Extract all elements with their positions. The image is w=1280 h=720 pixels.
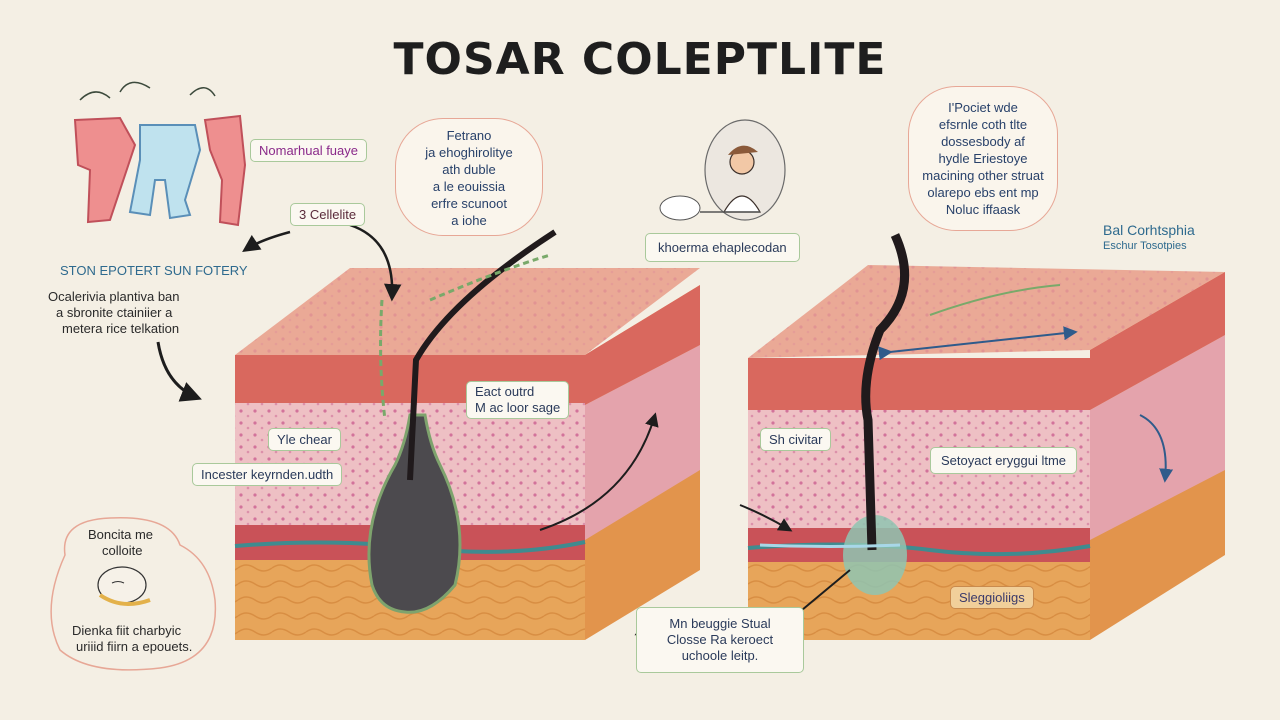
center-note-bubble: Fetrano ja ehoghirolitye ath duble a le …	[395, 118, 543, 236]
right-note-line: dossesbody af	[941, 134, 1025, 149]
bottom-left-bubble-outline	[50, 516, 217, 671]
left-desc-1: Ocalerivia plantiva ban	[48, 289, 180, 304]
label-incestor: Incester keyrnden.udth	[192, 463, 343, 486]
bottom-center-note: Mn beuggie Stual Closse Ra keroect uchoo…	[636, 607, 804, 673]
center-note-line: ath duble	[442, 162, 496, 177]
label-yle-chear: Yle chear	[268, 428, 341, 451]
label-sh-civitar: Sh civitar	[760, 428, 832, 451]
label-setoyact: Setoyact eryggui ltme	[930, 447, 1078, 474]
center-note-line: Fetrano	[446, 128, 492, 143]
bottom-left-line-3: Dienka fiit charbyic	[72, 623, 182, 638]
right-note-line: I'Pociet wde	[948, 100, 1018, 115]
right-follicle-bulb	[843, 515, 907, 595]
left-hair-shaft	[407, 229, 557, 481]
left-skin-cube	[234, 229, 700, 640]
center-note-line: ja ehoghirolitye	[425, 145, 513, 160]
bottom-left-line-1: Boncita me	[88, 527, 154, 542]
label-eact-line: Eact outrd	[475, 384, 535, 399]
bottom-left-line-2: colloite	[102, 543, 143, 558]
bottom-left-line-4: uriiid fiirn a epouets.	[76, 639, 193, 654]
bottom-center-line: Closse Ra keroect	[666, 632, 774, 647]
right-note-bubble: I'Pociet wde efsrnle coth tlte dossesbod…	[908, 86, 1058, 231]
main-title: TOSAR COLEPTLITE	[393, 34, 887, 85]
bottom-center-line: Mn beuggie Stual	[669, 616, 771, 631]
label-nomarhual: Nomarhual fuaye	[250, 139, 367, 162]
sleeping-face-sketch	[97, 566, 151, 606]
person-sketch	[659, 119, 786, 221]
left-desc-3: metera rice telkation	[62, 321, 180, 336]
bottom-center-line: uchoole leitp.	[681, 648, 759, 663]
clothing-figures	[73, 81, 247, 227]
left-heading: STON EPOTERT SUN FOTERY	[60, 263, 248, 278]
right-note-line: hydle Eriestoye	[938, 151, 1028, 166]
center-note-line: a le eouissia	[432, 179, 506, 194]
person-caption: khoerma ehaplecodan	[645, 233, 800, 262]
right-note-line: efsrnle coth tlte	[938, 117, 1028, 132]
center-note-line: a iohe	[451, 213, 487, 228]
right-note-line: olarepo ebs ent mp	[927, 185, 1039, 200]
label-bal: Bal Corhtsphia	[1103, 222, 1195, 238]
label-bal-sub: Eschur Tosotpies	[1103, 240, 1187, 252]
right-note-line: Noluc iffaask	[945, 202, 1021, 217]
label-sleggioliigs: Sleggioliigs	[950, 586, 1034, 609]
center-note-line: erfre scunoot	[431, 196, 507, 211]
label-cellelite: 3 Cellelite	[290, 203, 366, 226]
label-eact: Eact outrd M ac loor sage	[466, 381, 570, 419]
left-hair-follicle	[367, 413, 462, 614]
label-eact-line: M ac loor sage	[475, 400, 561, 415]
right-epidermis	[748, 358, 1090, 410]
left-desc-2: a sbronite ctainiier a	[56, 305, 173, 320]
right-note-line: macining other struat	[922, 168, 1044, 183]
